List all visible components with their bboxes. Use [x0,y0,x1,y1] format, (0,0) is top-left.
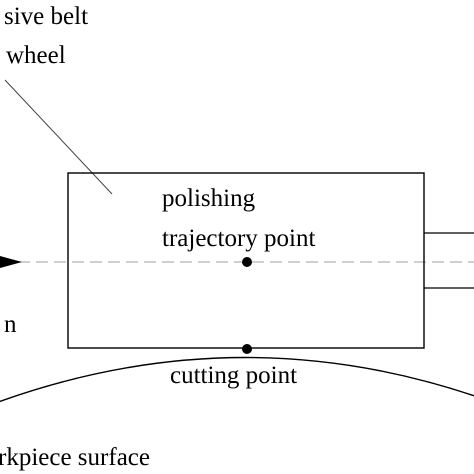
belt-leader-line [4,79,113,195]
cutting-point-label: cutting point [170,362,298,389]
left-fragment-label: n [4,311,17,338]
polishing-label: polishing [162,185,256,212]
trajectory-point-label: trajectory point [162,225,316,252]
trajectory-point-dot [242,257,252,267]
cutting-point-dot [242,344,252,354]
feed-direction-arrowhead [0,256,22,268]
workpiece-surface-label: rkpiece surface [0,444,150,471]
belt-label-line2: wheel [6,42,66,69]
belt-label-line1: sive belt [4,3,89,30]
workpiece-surface-curve [0,356,474,403]
